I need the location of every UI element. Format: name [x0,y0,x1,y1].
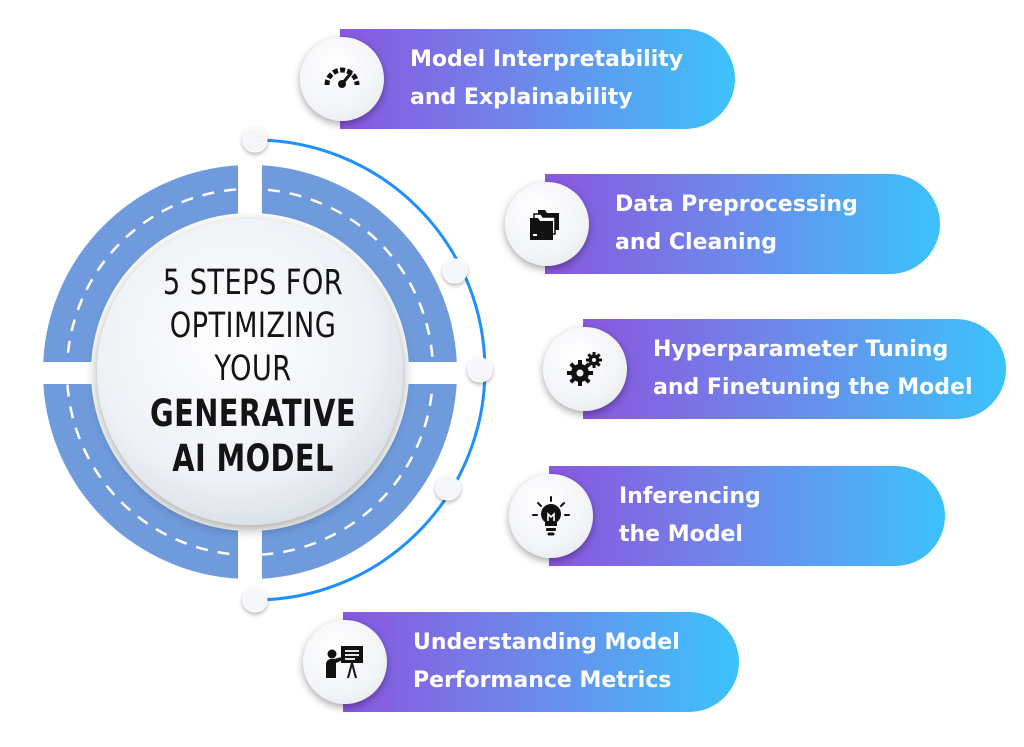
step-label-line-1: Model Interpretability [410,47,684,72]
folders-icon [530,210,559,240]
gears-icon [567,352,602,386]
presenter-icon [326,646,363,679]
step-label-line-2: and Explainability [410,85,633,110]
arc-knob [242,587,268,613]
title-line-2: OPTIMIZING YOUR [169,306,337,389]
step-pill [549,466,945,566]
step-label-line-2: the Model [619,522,743,547]
step-label-line-1: Hyperparameter Tuning [653,337,949,362]
title-line-1: 5 STEPS FOR [162,263,344,303]
road-ring [43,165,457,579]
step-label-line-2: and Finetuning the Model [653,375,973,400]
gauge-icon [324,67,360,88]
step-label: Model Interpretability and Explainabilit… [410,29,683,129]
step-label: Hyperparameter Tuning and Finetuning the… [653,319,973,419]
step-hyperparameter-tuning: Hyperparameter Tuning and Finetuning the… [543,319,1006,419]
step-icon-badge [300,37,384,121]
center-disc [97,219,403,525]
step-label-line-2: and Cleaning [615,230,777,255]
step-label-line-1: Understanding Model [413,630,680,655]
step-icon-badge [543,327,627,411]
step-icon-badge [303,620,387,704]
step-icon-badge [509,474,593,558]
arc-knob [442,258,468,284]
arc-knob [435,475,461,501]
step-label: Data Preprocessing and Cleaning [615,174,858,274]
step-data-preprocessing: Data Preprocessing and Cleaning [505,174,940,274]
step-label-line-2: Performance Metrics [413,668,672,693]
step-label-line-1: Data Preprocessing [615,192,858,217]
title-line-3: GENERATIVE [150,392,356,435]
step-pill [340,29,735,129]
diagram-title: 5 STEPS FOR OPTIMIZING YOUR GENERATIVE A… [98,262,408,481]
step-pill [545,174,940,274]
step-label: Understanding Model Performance Metrics [413,612,680,712]
step-pill [343,612,739,712]
step-label-line-1: Inferencing [619,484,761,509]
step-pill [583,319,1006,419]
arc-knob [242,127,268,153]
step-icon-badge [505,182,589,266]
step-label: Inferencing the Model [619,466,761,566]
lightbulb-icon [532,496,570,536]
arc-knob [467,357,493,383]
title-line-4: AI MODEL [172,437,334,480]
step-model-interpretability: Model Interpretability and Explainabilit… [300,29,735,129]
step-performance-metrics: Understanding Model Performance Metrics [303,612,739,712]
step-inferencing: Inferencing the Model [509,466,945,566]
